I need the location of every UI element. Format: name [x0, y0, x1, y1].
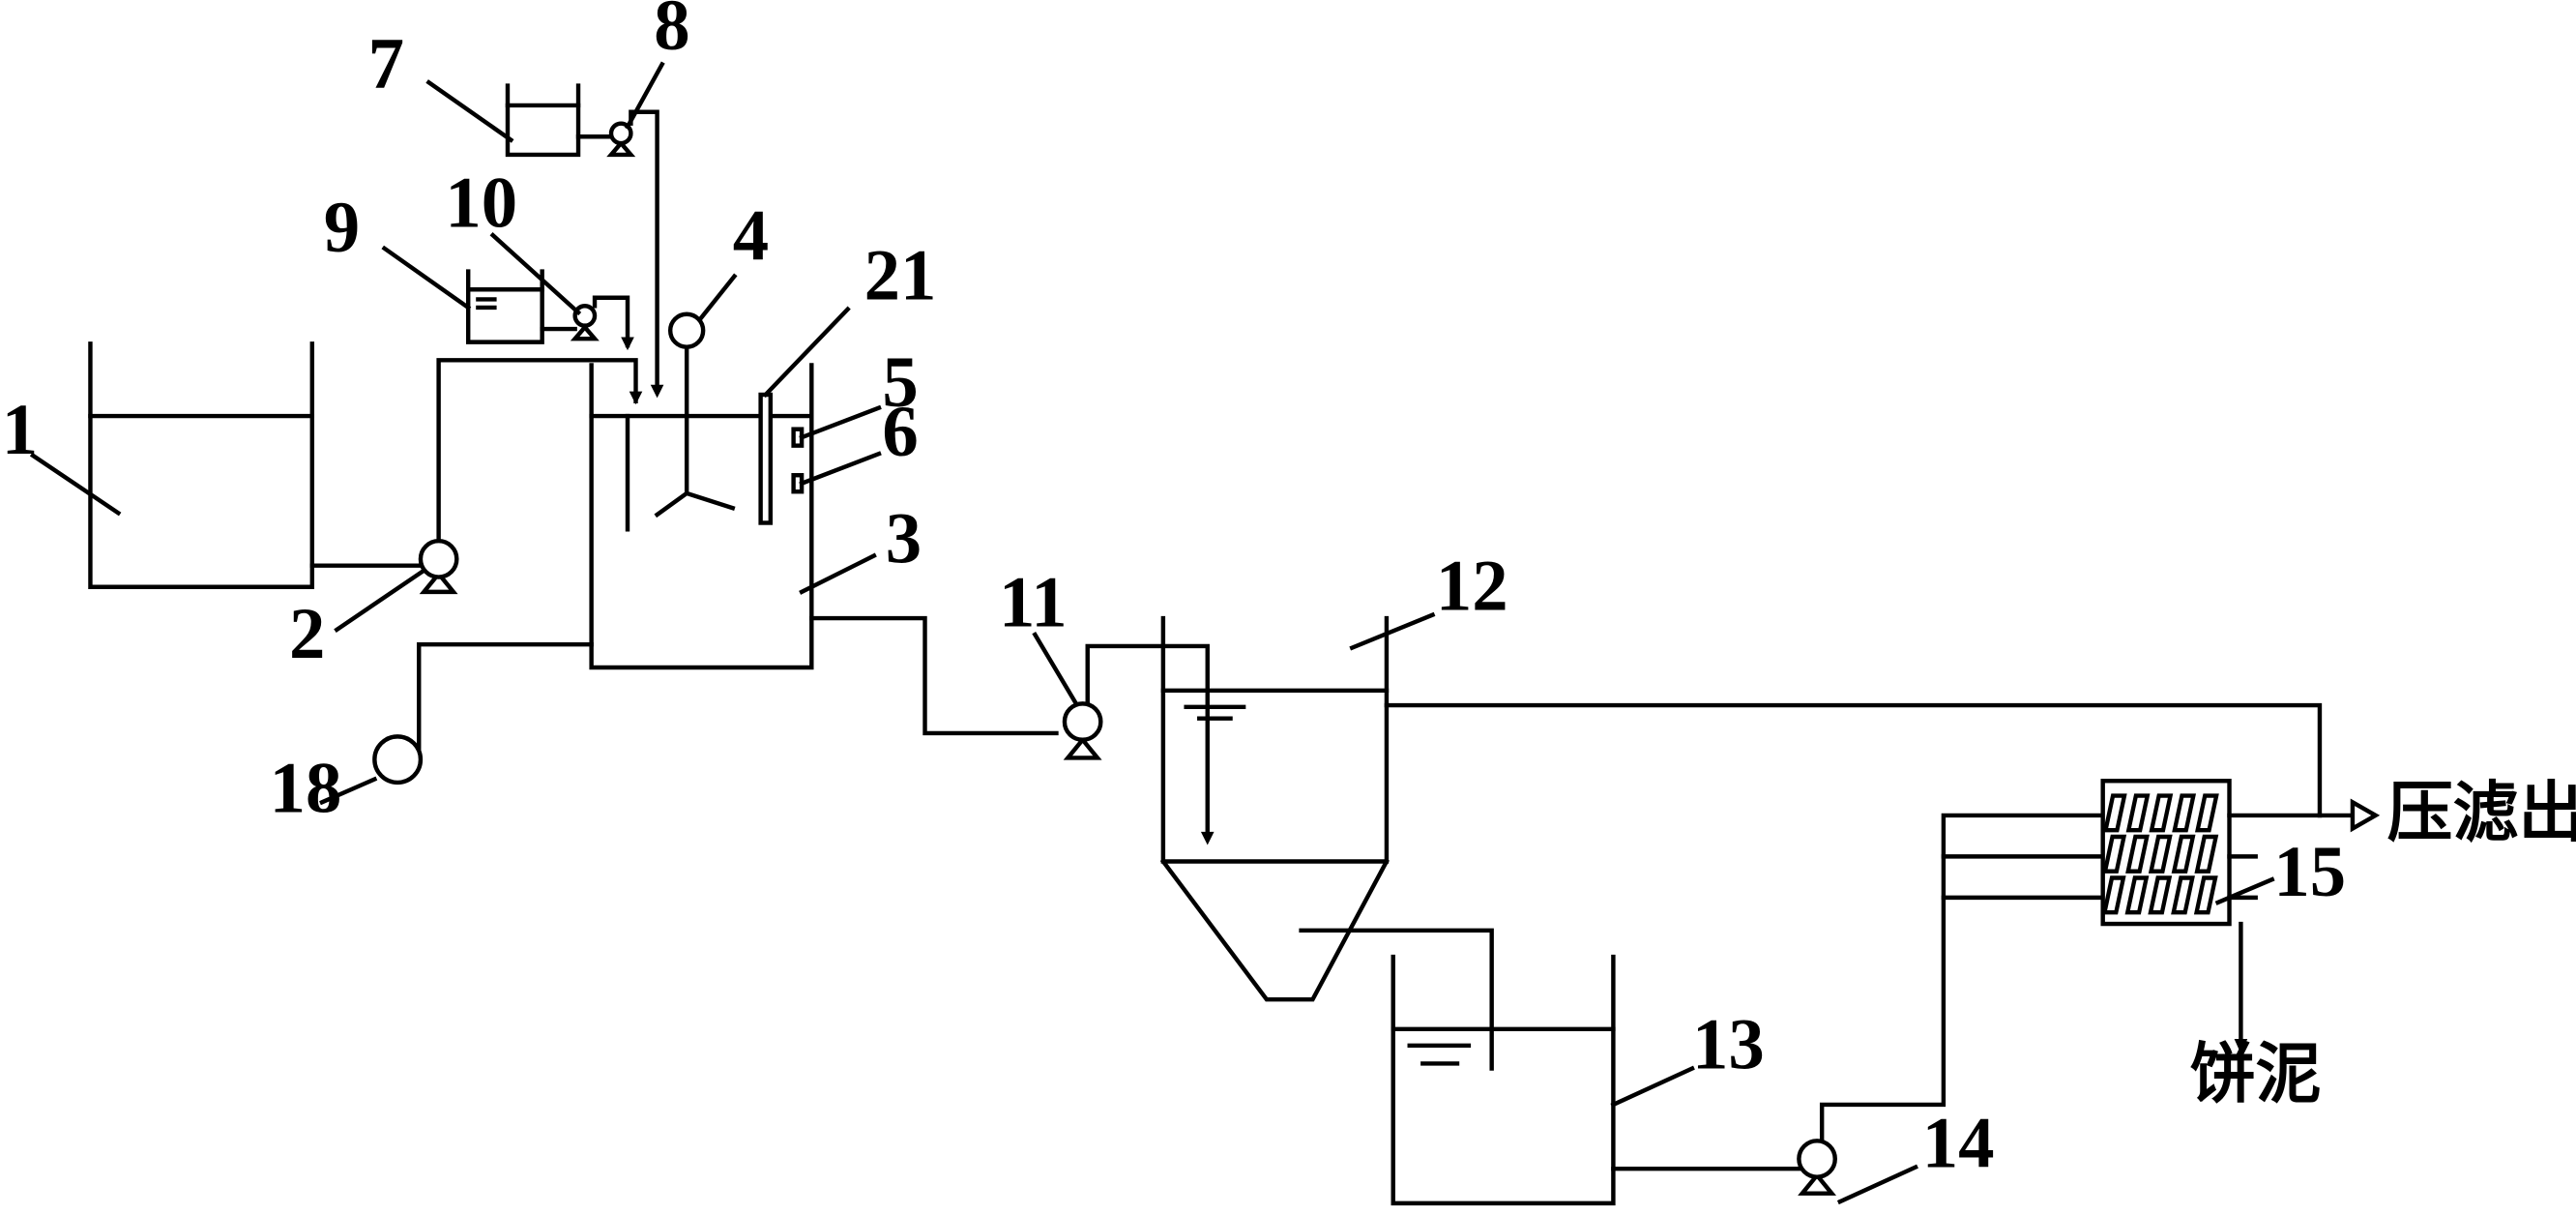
- leader-14: [1836, 1164, 1918, 1205]
- pump-14: [1797, 1139, 1837, 1196]
- filter-plates: [2101, 793, 2219, 915]
- probe-21: [758, 392, 774, 525]
- leader-4: [698, 273, 738, 321]
- leader-6: [799, 451, 882, 487]
- label-1: 1: [2, 390, 38, 470]
- pipe-pump14-to-press: [1819, 813, 2105, 1143]
- label-10: 10: [445, 163, 517, 244]
- pump-10: [570, 304, 600, 341]
- label-14: 14: [1922, 1104, 1995, 1184]
- pipe-reactor-to-pump11: [809, 615, 1059, 736]
- tank-13: [1390, 954, 1616, 1206]
- leader-5: [799, 404, 882, 441]
- leader-2: [334, 567, 427, 634]
- pipe-settler-overflow: [1384, 702, 2323, 818]
- label-13: 13: [1692, 1005, 1765, 1085]
- pipe-pump11-to-settler: [1085, 643, 1210, 838]
- arrow-settler-inlet: [1200, 831, 1215, 845]
- leader-3: [799, 552, 877, 595]
- dosing-tank-9: [466, 269, 544, 344]
- pump-8: [606, 121, 636, 158]
- leader-15: [2214, 876, 2275, 905]
- pipe-pump10-to-reactor: [592, 295, 630, 348]
- leader-12: [1349, 611, 1436, 651]
- label-15: 15: [2273, 832, 2346, 912]
- leader-21: [762, 306, 851, 399]
- tank-1: [88, 341, 315, 589]
- filter-press-15: [2100, 779, 2323, 927]
- arrow-dose-8: [650, 384, 664, 399]
- blower-18: [372, 734, 424, 785]
- label-7: 7: [368, 23, 404, 104]
- label-8: 8: [654, 0, 689, 66]
- label-3: 3: [886, 498, 922, 578]
- leader-11: [1032, 632, 1079, 707]
- label-21: 21: [864, 235, 937, 315]
- arrow-dose-10: [621, 337, 634, 351]
- leader-10: [489, 232, 582, 316]
- label-5: 5: [882, 342, 918, 423]
- label-11: 11: [999, 563, 1068, 643]
- label-2: 2: [289, 594, 325, 674]
- leader-9: [381, 245, 472, 311]
- leader-13: [1610, 1065, 1695, 1108]
- label-filter-cake: 饼泥: [2190, 1036, 2322, 1112]
- label-9: 9: [324, 188, 360, 268]
- label-4: 4: [733, 196, 769, 277]
- pump-11: [1062, 701, 1103, 760]
- reactor-3: [589, 363, 814, 670]
- pump-2: [418, 538, 459, 595]
- arrow-cake-out: [2234, 1038, 2248, 1054]
- settler-12: [1159, 615, 1390, 1002]
- pipe-pump2-to-reactor: [436, 358, 638, 547]
- stirrer-4: [654, 311, 736, 519]
- label-18: 18: [270, 749, 342, 829]
- label-12: 12: [1436, 547, 1508, 627]
- pipe-sludge-to-tank13: [1299, 928, 1494, 1071]
- arrow-feed-inlet: [629, 391, 643, 405]
- leader-1: [29, 452, 122, 517]
- leader-18: [319, 776, 378, 806]
- pipe-pump8-to-reactor: [629, 109, 659, 394]
- pipe-blower-to-reactor: [417, 642, 594, 751]
- arrow-filtrate-out: [2350, 798, 2381, 833]
- dosing-tank-7: [505, 83, 581, 158]
- label-filtrate: 压滤出水: [2387, 775, 2576, 851]
- label-6: 6: [882, 392, 918, 472]
- leader-7: [425, 79, 514, 143]
- leader-8: [625, 61, 665, 131]
